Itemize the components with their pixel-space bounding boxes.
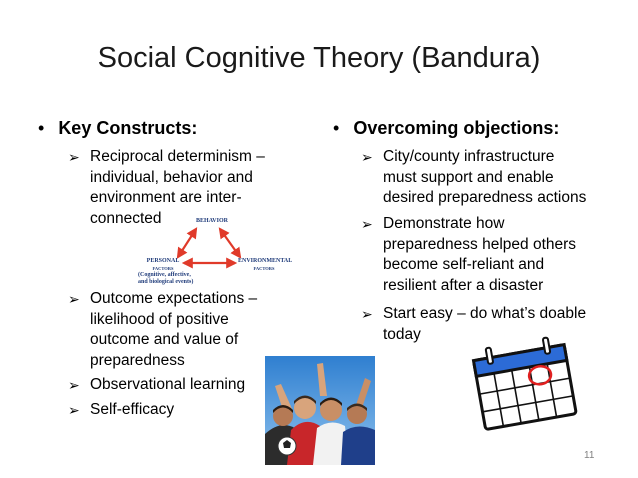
personal-label: PERSONAL	[146, 258, 180, 264]
arrow-bullet-icon: ➢	[361, 149, 373, 165]
personal-note: (Cognitive, affective, and biological ev…	[138, 272, 194, 285]
calendar-graphic	[471, 336, 578, 431]
calendar-icon	[468, 330, 583, 435]
list-item-text: Demonstrate how preparedness helped othe…	[383, 215, 577, 294]
list-item-text: Observational learning	[90, 376, 246, 393]
left-heading-label: Key Constructs:	[58, 118, 198, 138]
bullet-dot: •	[333, 118, 340, 138]
right-heading: • Overcoming objections:	[333, 118, 559, 139]
left-heading: • Key Constructs:	[38, 118, 197, 139]
list-item: ➢ Start easy – do what’s doable today	[361, 304, 586, 345]
arrow-bullet-icon: ➢	[361, 216, 373, 232]
list-item: ➢ Observational learning	[68, 375, 245, 396]
list-item-text: City/county infrastructure must support …	[383, 148, 587, 206]
list-item: ➢ Self-efficacy	[68, 400, 174, 421]
environmental-factors-label: ENVIRONMENTAL FACTORS	[238, 258, 293, 272]
cheering-group-photo	[265, 356, 375, 465]
behavior-label: BEHAVIOR	[196, 218, 228, 224]
arrow-bullet-icon: ➢	[68, 149, 80, 165]
environmental-sub-label: FACTORS	[253, 266, 275, 271]
list-item-text: Reciprocal determinism – individual, beh…	[90, 148, 265, 227]
group-photo-graphic	[265, 356, 375, 465]
bullet-dot: •	[38, 118, 45, 138]
list-item: ➢ Outcome expectations – likelihood of p…	[68, 289, 257, 371]
personal-sub-label: FACTORS	[152, 266, 174, 271]
arrow-bullet-icon: ➢	[361, 306, 373, 322]
reciprocal-determinism-diagram: BEHAVIOR PERSONAL FACTORS (Cognitive, af…	[138, 215, 293, 286]
page-number: 11	[584, 450, 595, 461]
list-item: ➢ Reciprocal determinism – individual, b…	[68, 147, 265, 229]
slide-title: Social Cognitive Theory (Bandura)	[97, 42, 541, 74]
list-item-text: Start easy – do what’s doable today	[383, 305, 587, 343]
list-item: ➢ City/county infrastructure must suppor…	[361, 147, 586, 209]
environmental-label: ENVIRONMENTAL	[238, 258, 293, 264]
arrow-bullet-icon: ➢	[68, 377, 80, 393]
arrow-bullet-icon: ➢	[68, 291, 80, 307]
list-item: ➢ Demonstrate how preparedness helped ot…	[361, 214, 576, 296]
arrow-bullet-icon: ➢	[68, 402, 80, 418]
list-item-text: Outcome expectations – likelihood of pos…	[90, 290, 258, 369]
personal-factors-label: PERSONAL FACTORS (Cognitive, affective, …	[138, 258, 194, 286]
right-heading-label: Overcoming objections:	[353, 118, 560, 138]
triangle-arrows-graphic	[176, 227, 242, 269]
list-item-text: Self-efficacy	[90, 401, 175, 418]
